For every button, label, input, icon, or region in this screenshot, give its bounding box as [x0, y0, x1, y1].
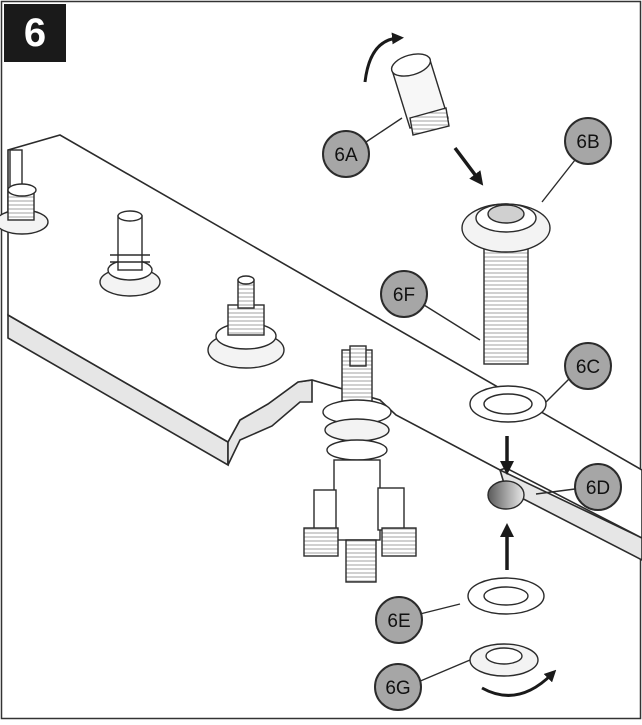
callout-6C-label: 6C — [576, 357, 600, 378]
part-6A-cap — [390, 53, 450, 136]
deck-hole — [487, 480, 525, 510]
callout-6B-label: 6B — [576, 132, 599, 153]
callout-6C: 6C — [564, 342, 612, 390]
part-6G-nut — [469, 643, 539, 677]
callout-6E-label: 6E — [387, 611, 410, 632]
callout-6E: 6E — [375, 596, 423, 644]
valve-body-main — [303, 345, 417, 583]
callout-6F-label: 6F — [393, 285, 415, 306]
down-arrow-icon — [453, 146, 484, 186]
part-6E-washer — [467, 577, 545, 615]
valve-left-partial — [0, 149, 49, 235]
callout-leaders — [365, 117, 576, 683]
step-number-badge: 6 — [4, 4, 66, 62]
rotate-arrow-icon — [363, 32, 404, 83]
callout-6A: 6A — [322, 130, 370, 178]
callout-6G: 6G — [374, 663, 422, 711]
callout-6D: 6D — [574, 463, 622, 511]
callout-6G-label: 6G — [385, 678, 410, 699]
callout-6D-label: 6D — [586, 478, 610, 499]
callout-6B: 6B — [564, 117, 612, 165]
rotate-arrow-2-icon — [481, 669, 557, 697]
callout-6A-label: 6A — [334, 145, 358, 166]
callout-6F: 6F — [380, 270, 428, 318]
part-6C-washer — [469, 385, 547, 423]
valve-stem-small — [99, 210, 161, 297]
part-6B-flange — [461, 203, 551, 365]
deck-surface — [7, 134, 642, 561]
valve-middle — [207, 275, 285, 369]
